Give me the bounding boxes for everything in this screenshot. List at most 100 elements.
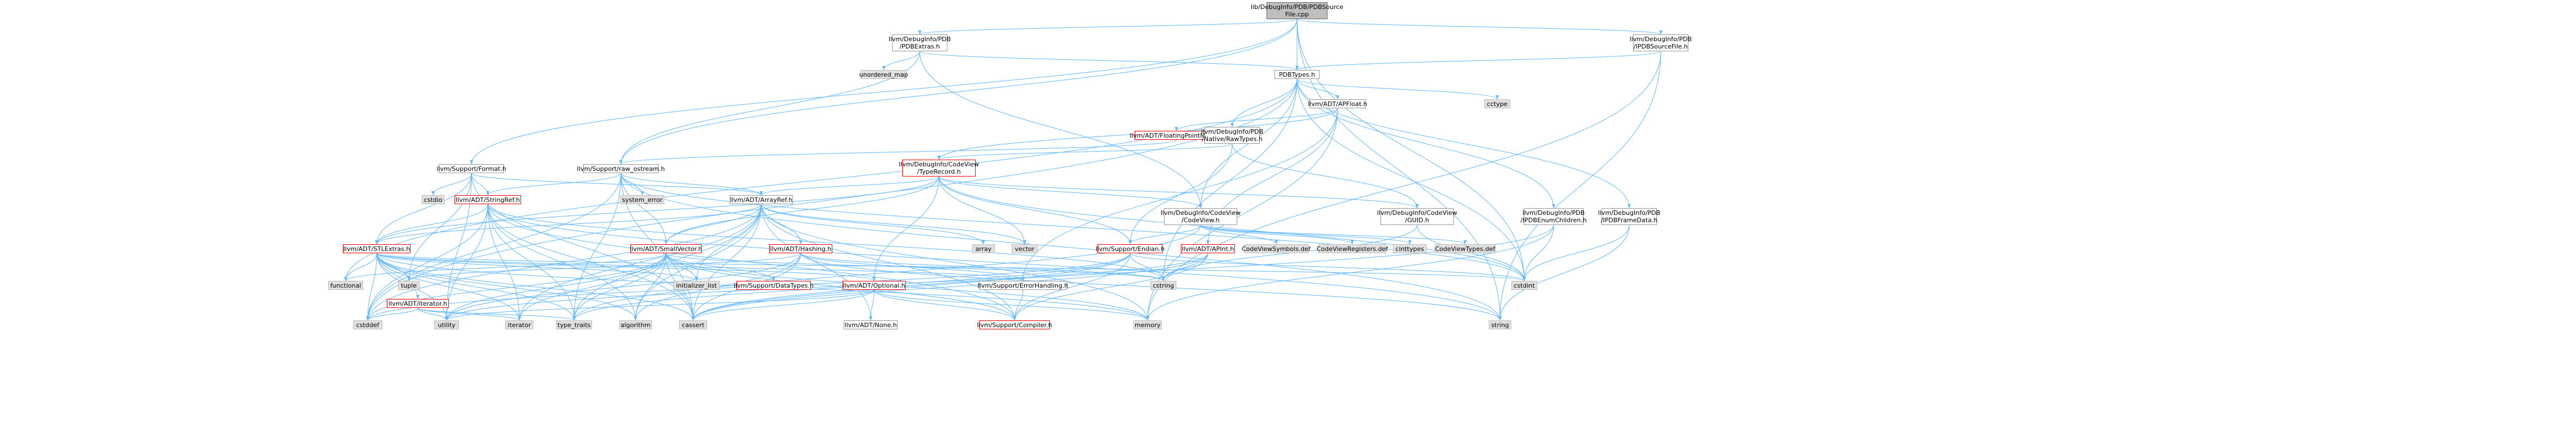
dependency-edge: [445, 253, 801, 321]
dependency-edge: [691, 289, 875, 321]
dependency-edge: [471, 173, 489, 196]
cinttypes-node[interactable]: cinttypes: [1393, 244, 1427, 253]
dependency-edge: [761, 204, 1016, 321]
guid-node[interactable]: llvm/DebugInfo/CodeView /GUID.h: [1377, 208, 1458, 225]
dependency-edge: [486, 173, 621, 196]
smallvector-node[interactable]: llvm/ADT/SmallVector.h: [629, 244, 703, 253]
cassert-node[interactable]: cassert: [679, 320, 707, 329]
cstddef-node[interactable]: cstddef: [353, 320, 382, 329]
iterator-node[interactable]: iterator: [505, 320, 533, 329]
raw-ostream-node[interactable]: llvm/Support/raw_ostream.h: [577, 164, 665, 173]
codeviewregisters-def-node[interactable]: CodeViewRegisters.def: [1316, 244, 1388, 253]
cstdio-node[interactable]: cstdio: [422, 195, 444, 204]
cstring-node[interactable]: cstring: [1150, 281, 1176, 290]
dependency-edge: [919, 51, 1202, 209]
dependency-edge: [760, 176, 939, 196]
dependency-edge: [344, 78, 1298, 281]
dependency-edge: [761, 204, 872, 321]
arrayref-node[interactable]: llvm/ADT/ArrayRef.h: [730, 195, 793, 204]
dependency-edge: [872, 176, 939, 281]
floatingpointmode-node[interactable]: llvm/ADT/FloatingPointMode.h: [1130, 131, 1223, 140]
dependency-edge: [1296, 78, 1339, 100]
apfloat-node[interactable]: llvm/ADT/APFloat.h: [1308, 99, 1368, 108]
type-traits-node[interactable]: type_traits: [556, 320, 592, 329]
dependency-edge: [1296, 78, 1631, 209]
dependency-edge: [691, 253, 1208, 321]
memory-node[interactable]: memory: [1133, 320, 1162, 329]
dependency-edge: [471, 173, 763, 196]
dependency-edge: [665, 253, 698, 281]
algorithm-node[interactable]: algorithm: [619, 320, 652, 329]
root-file-node[interactable]: lib/DebugInfo/PDB/PDBSource File.cpp: [1250, 2, 1344, 19]
pdbextras-node[interactable]: llvm/DebugInfo/PDB /PDBExtras.h: [888, 34, 951, 51]
array-node[interactable]: array: [972, 244, 995, 253]
iterator-header-node[interactable]: llvm/ADT/iterator.h: [387, 299, 449, 308]
functional-node[interactable]: functional: [328, 281, 363, 290]
dependency-edge: [375, 173, 472, 245]
vector-node[interactable]: vector: [1012, 244, 1038, 253]
none-node[interactable]: llvm/ADT/None.h: [844, 320, 898, 329]
dependency-edge: [634, 253, 667, 321]
dependency-edge: [344, 253, 667, 281]
codeviewtypes-def-node[interactable]: CodeViewTypes.def: [1435, 244, 1496, 253]
dependency-edge: [619, 19, 1298, 165]
dependency-edge: [376, 253, 637, 321]
cctype-node[interactable]: cctype: [1484, 99, 1510, 108]
dependency-edge: [366, 253, 377, 321]
dependency-edge: [761, 204, 1026, 245]
dependency-edge: [1232, 143, 1419, 209]
codeview-node[interactable]: llvm/DebugInfo/CodeView /CodeView.h: [1161, 208, 1241, 225]
dependency-edge: [1146, 51, 1661, 321]
dependency-edge: [1130, 253, 1526, 281]
codeviewsymbols-def-node[interactable]: CodeViewSymbols.def: [1241, 244, 1311, 253]
errorhandling-node[interactable]: llvm/Support/ErrorHandling.h: [977, 281, 1069, 290]
pdbtypes-node[interactable]: PDBTypes.h: [1274, 70, 1320, 79]
dependency-edge: [1128, 143, 1233, 245]
dependency-edge: [1013, 289, 1024, 321]
dependency-edge: [665, 253, 1149, 321]
dependency-edge: [407, 253, 801, 281]
initializer-list-node[interactable]: initializer_list: [673, 281, 720, 290]
compiler-node[interactable]: llvm/Support/Compiler.h: [977, 320, 1052, 329]
datatypes-node[interactable]: llvm/Support/DataTypes.h: [734, 281, 814, 290]
stringref-node[interactable]: llvm/ADT/StringRef.h: [455, 195, 521, 204]
dependency-edge: [937, 143, 1233, 160]
unordered-map-node[interactable]: unordered_map: [859, 70, 908, 79]
dependency-edge: [376, 253, 695, 321]
dependency-edge: [376, 253, 698, 281]
string-node[interactable]: string: [1489, 320, 1511, 329]
hashing-node[interactable]: llvm/ADT/Hashing.h: [769, 244, 832, 253]
dependency-edge: [1296, 19, 1662, 35]
typerecord-node[interactable]: llvm/DebugInfo/CodeView /TypeRecord.h: [899, 160, 980, 177]
tuple-node[interactable]: tuple: [398, 281, 420, 290]
dependency-edge: [665, 253, 775, 281]
dependency-edge: [664, 204, 762, 245]
dependency-edge: [375, 176, 939, 245]
dependency-edge: [518, 204, 762, 321]
dependency-edge: [376, 253, 521, 321]
dependency-edge: [1230, 78, 1298, 127]
dependency-edge: [874, 289, 1016, 321]
dependency-edge: [376, 253, 1526, 281]
cstdint-node[interactable]: cstdint: [1511, 281, 1537, 290]
optional-node[interactable]: llvm/ADT/Optional.h: [843, 281, 906, 290]
dependency-edge: [1296, 19, 1526, 281]
dependency-edge: [665, 253, 1016, 321]
dependency-edge: [882, 51, 920, 71]
ipdbsourcefile-header-node[interactable]: llvm/DebugInfo/PDB /IPDBSourceFile.h: [1629, 34, 1692, 51]
stlextras-node[interactable]: llvm/ADT/STLExtras.h: [343, 244, 411, 253]
format-header-node[interactable]: llvm/Support/Format.h: [436, 164, 506, 173]
apint-node[interactable]: llvm/ADT/APInt.h: [1181, 244, 1235, 253]
dependency-edge: [344, 253, 377, 281]
ipdbframedata-node[interactable]: llvm/DebugInfo/PDB /IPDBFrameData.h: [1598, 208, 1661, 225]
endian-node[interactable]: llvm/Support/Endian.h: [1095, 244, 1165, 253]
dependency-edge: [376, 253, 876, 281]
dependency-edge: [1175, 108, 1338, 131]
native-rawtypes-node[interactable]: llvm/DebugInfo/PDB /Native/RawTypes.h: [1201, 127, 1264, 144]
dependency-edge: [366, 204, 488, 321]
system-error-node[interactable]: system_error: [620, 195, 664, 204]
dependency-edge: [1498, 51, 1661, 321]
ipdbenumchildren-node[interactable]: llvm/DebugInfo/PDB /IPDBEnumChildren.h: [1520, 208, 1587, 225]
dependency-edge: [366, 173, 621, 321]
utility-node[interactable]: utility: [434, 320, 459, 329]
